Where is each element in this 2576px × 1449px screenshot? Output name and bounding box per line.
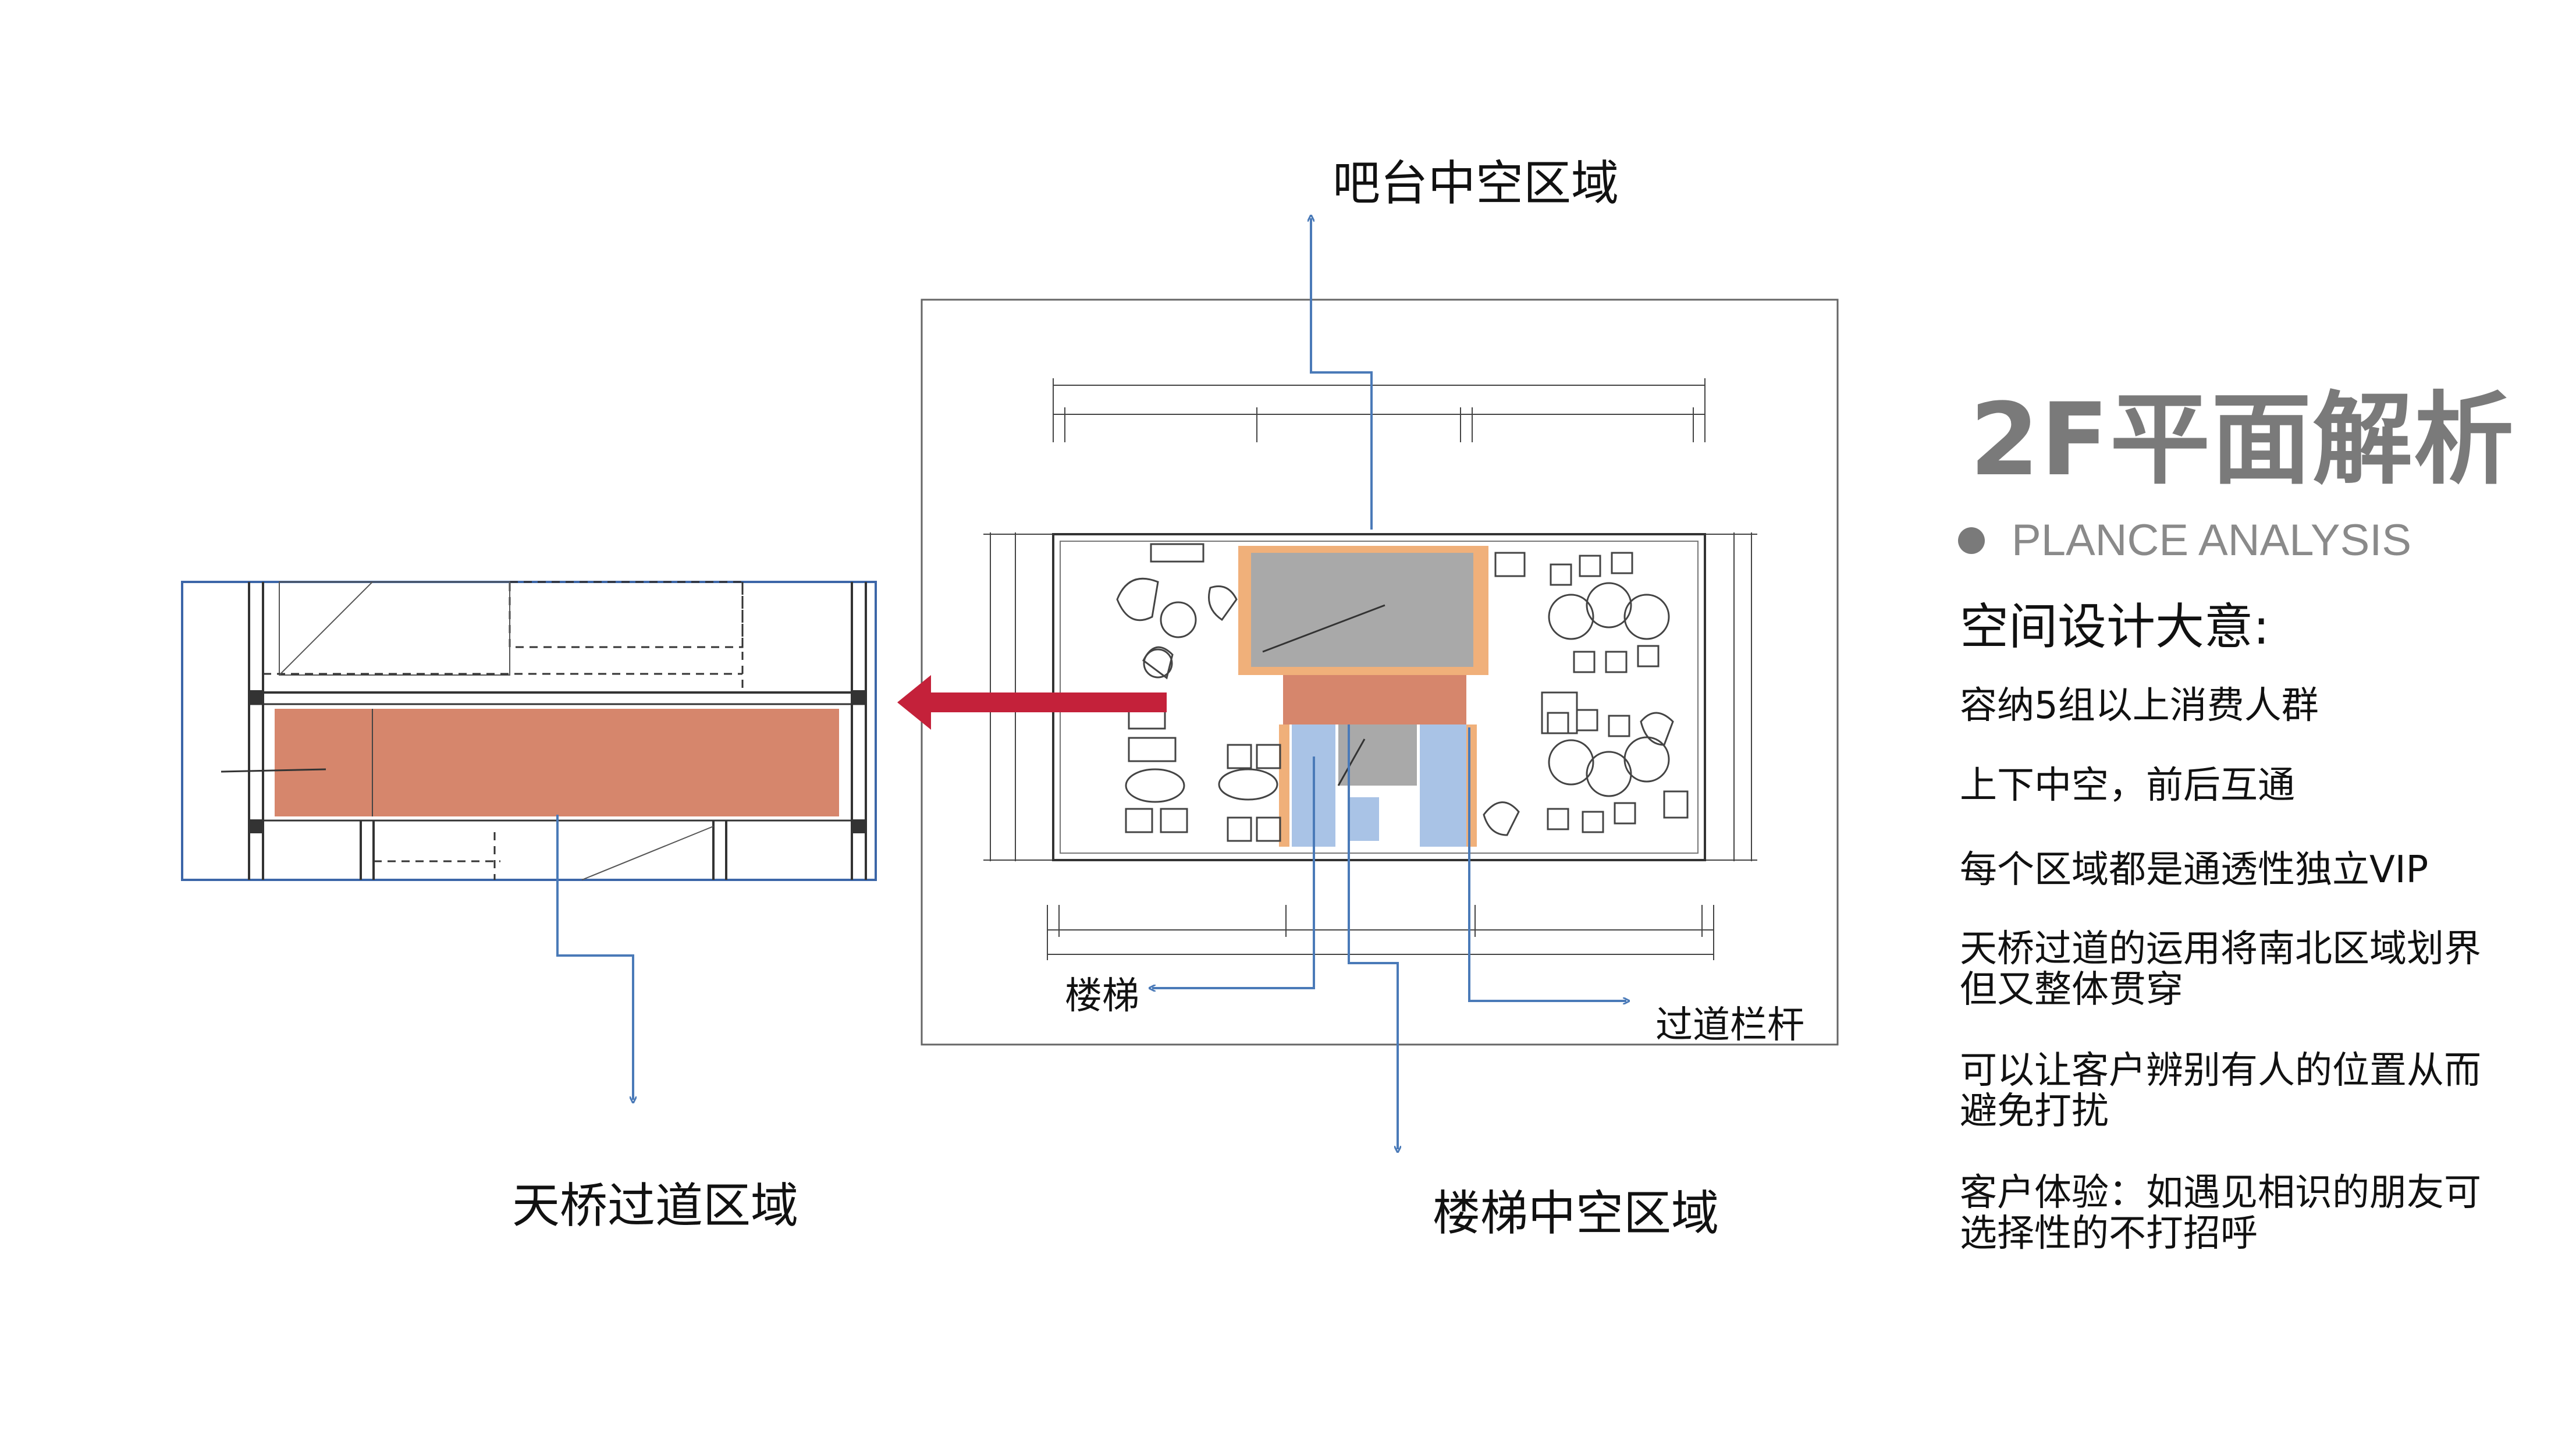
bar-void-area — [1251, 553, 1473, 667]
chair — [1125, 808, 1153, 833]
floor-plan-2f — [921, 218, 1839, 1149]
chair — [1256, 744, 1281, 769]
stair-bottom-blue — [1350, 797, 1379, 841]
red-arrow-shaft — [922, 692, 1167, 712]
bar-void-diagonal — [1262, 604, 1385, 653]
cabinet — [1494, 552, 1526, 577]
dining-table — [1218, 768, 1278, 801]
chair — [1547, 808, 1569, 830]
column-marker — [249, 690, 263, 704]
bridge-diagonal-line — [279, 581, 373, 676]
leader-stairs — [1152, 757, 1315, 988]
bottom-dimension-lines — [1047, 905, 1714, 960]
subtitle: PLANCE ANALYSIS — [2012, 516, 2412, 565]
cabinet — [1663, 790, 1689, 819]
label-railing: 过道栏杆 — [1655, 1004, 1804, 1047]
chair — [1550, 563, 1572, 586]
bridge-dashed-outline — [509, 581, 744, 648]
leader-stair-void — [1348, 724, 1398, 1149]
furniture-left — [1116, 543, 1281, 842]
lounge-chair — [1640, 712, 1674, 746]
chair — [1576, 709, 1598, 731]
stair-orange-edge — [1279, 724, 1289, 847]
label-stair-void: 楼梯中空区域 — [1433, 1186, 1719, 1241]
chair — [1227, 816, 1252, 842]
stair-right-blue — [1420, 724, 1466, 847]
design-heading: 空间设计大意: — [1960, 598, 2270, 655]
chair — [1605, 651, 1628, 673]
stair-void-area — [1338, 724, 1417, 786]
chair — [1256, 816, 1281, 842]
lounge-chair — [1116, 577, 1159, 621]
page-title: 2F平面解析 — [1970, 381, 2515, 498]
lounge-chair — [1208, 585, 1238, 621]
table-segment — [1548, 594, 1594, 640]
chair — [1614, 802, 1636, 825]
chair — [1227, 744, 1252, 769]
design-point: 上下中空，前后互通 — [1960, 764, 2295, 807]
bridge-highlight-plan — [1283, 675, 1466, 724]
subtitle-row: PLANCE ANALYSIS — [1958, 515, 2411, 566]
design-point: 可以让客户辨别有人的位置从而 避免打扰 — [1960, 1049, 2481, 1133]
table-segment — [1623, 594, 1670, 640]
table-segment — [1586, 582, 1632, 628]
label-stairs: 楼梯 — [1065, 975, 1139, 1018]
chair — [1611, 552, 1633, 574]
label-bridge-area: 天桥过道区域 — [512, 1178, 799, 1234]
red-arrow-head — [897, 675, 931, 730]
leader-bar-void — [1311, 218, 1373, 530]
sofa — [1150, 543, 1204, 563]
bridge-marker-line — [221, 768, 326, 773]
design-point: 天桥过道的运用将南北区域划界 但又整体贯穿 — [1960, 928, 2481, 1011]
chair — [1608, 715, 1630, 737]
cabinet — [1128, 710, 1166, 730]
design-point: 每个区域都是通透性独立VIP — [1960, 848, 2429, 892]
design-point: 客户体验：如遇见相识的朋友可 选择性的不打招呼 — [1960, 1171, 2481, 1255]
top-dimension-lines — [1053, 378, 1706, 442]
chair — [1547, 712, 1569, 734]
column-marker — [249, 819, 263, 833]
dining-table — [1125, 768, 1185, 803]
chair — [1637, 645, 1660, 667]
bridge-diagonal-line — [581, 826, 714, 880]
round-table — [1160, 601, 1197, 638]
leader-bridge-area — [556, 815, 633, 1100]
bench — [1128, 737, 1177, 762]
chair — [1160, 808, 1188, 833]
round-table — [1143, 648, 1173, 679]
furniture-right — [1483, 552, 1689, 836]
plan-outer-frame — [921, 299, 1839, 1046]
column-marker — [852, 819, 866, 833]
lounge-chair — [1142, 646, 1174, 680]
stair-orange-edge — [1466, 724, 1477, 847]
bullet-dot-icon — [1958, 527, 1985, 554]
table-segment — [1623, 736, 1670, 783]
column-marker — [852, 690, 866, 704]
design-point: 容纳5组以上消费人群 — [1960, 684, 2319, 727]
label-bar-void: 吧台中空区域 — [1333, 156, 1619, 211]
chair — [1582, 811, 1604, 833]
bridge-highlight — [275, 709, 839, 816]
chair — [1579, 555, 1601, 577]
bridge-detail-view — [181, 581, 877, 881]
lounge-chair — [1483, 801, 1520, 836]
bridge-dashed-outline — [279, 581, 510, 676]
table-segment — [1548, 739, 1594, 786]
red-pointer-arrow — [897, 675, 1167, 730]
chair — [1573, 651, 1596, 673]
leader-railing — [1468, 727, 1626, 1001]
stair-void-diagonal — [1337, 738, 1366, 786]
